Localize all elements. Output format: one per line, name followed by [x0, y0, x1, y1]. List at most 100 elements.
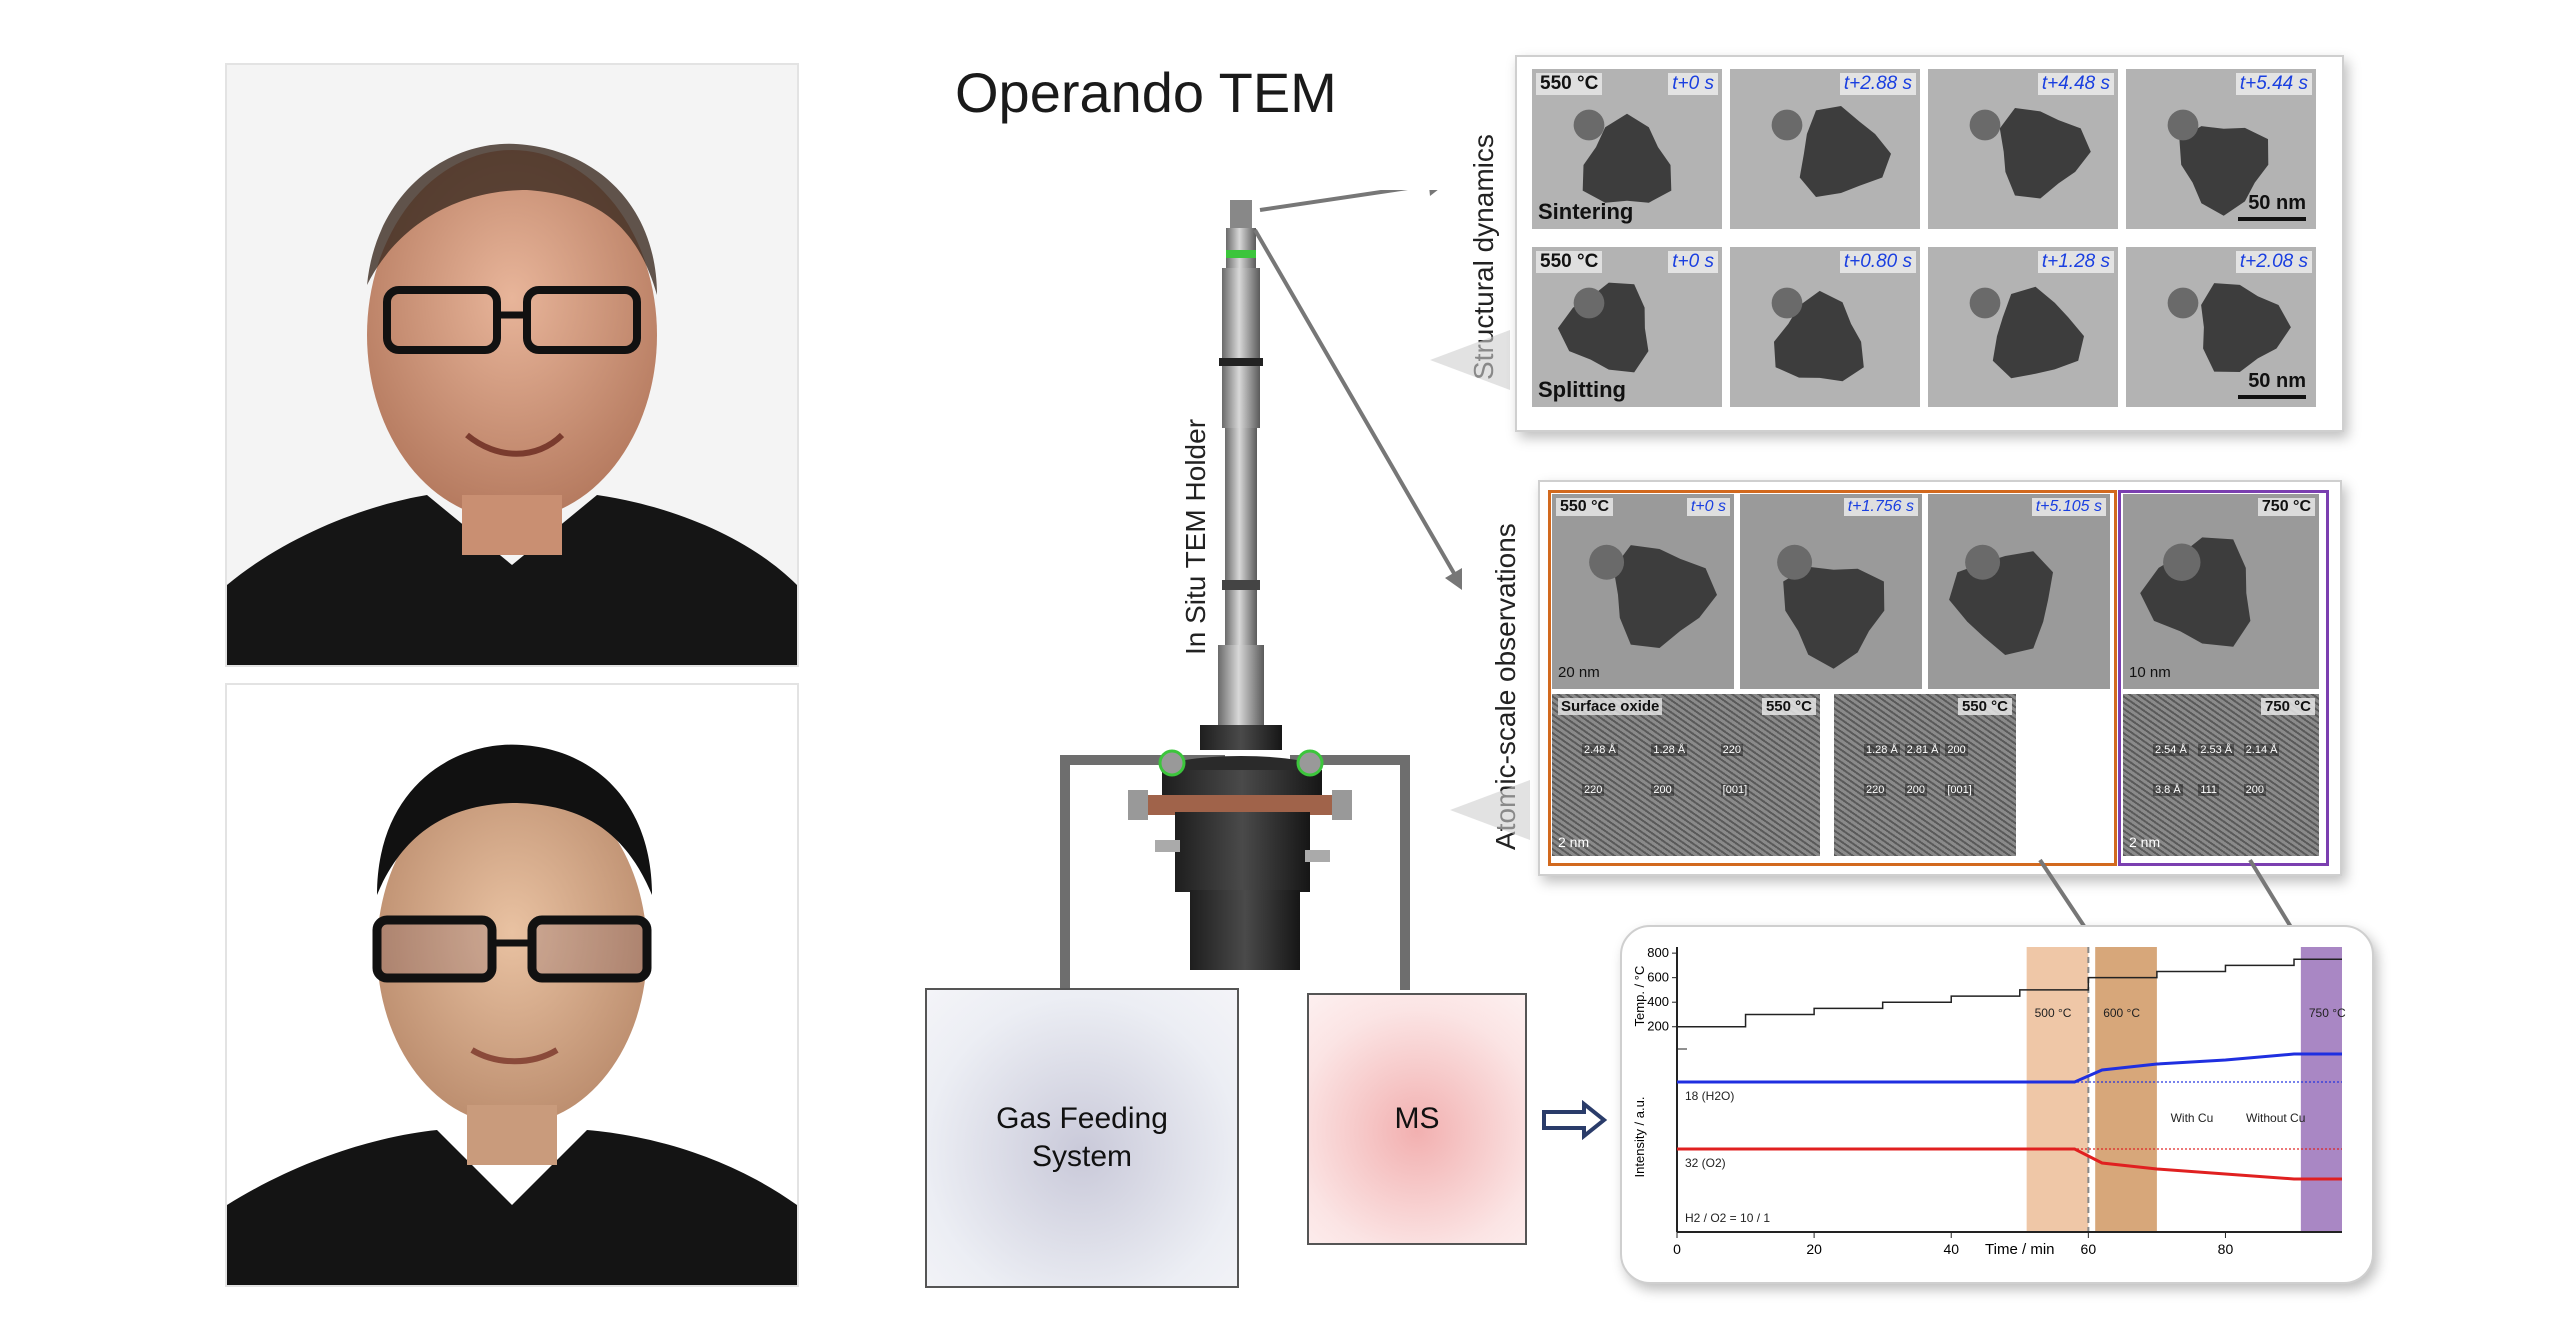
lattice-frame: Surface oxide 550 °C 2 nm 2.48 Å 1.28 Å 220 22… — [1552, 694, 1820, 856]
temperature-band — [2026, 947, 2089, 1232]
tem-frame: t+0.80 s — [1730, 247, 1920, 407]
tem-frame: t+1.28 s — [1928, 247, 2118, 407]
hollow-arrow-icon — [1542, 1100, 1608, 1140]
orange-frame — [1548, 490, 2117, 866]
lattice-frame: 750 °C 2 nm 2.54 Å 2.53 Å 2.14 Å 3.8 Å 111 200 — [2123, 694, 2319, 856]
frame-time-label: t+5.44 s — [2235, 73, 2312, 95]
scale-bar-label: 10 nm — [2129, 664, 2171, 681]
frame-temp-label: 550 °C — [1761, 698, 1816, 715]
lattice-annotation: 220 — [1720, 744, 1744, 756]
lattice-annotation: 1.28 Å — [1864, 744, 1900, 756]
frame-time-label: t+2.88 s — [1839, 73, 1916, 95]
frame-temp-label: 550 °C — [1536, 251, 1603, 273]
diagram-title: Operando TEM — [955, 61, 1337, 124]
atomic-shadow — [1450, 780, 1530, 840]
purple-frame — [2118, 490, 2329, 866]
temperature-band — [2300, 947, 2342, 1232]
frame-time-label: t+1.28 s — [2037, 251, 2114, 273]
band-label: 500 °C — [2035, 1006, 2072, 1020]
ms-box: MS — [1307, 993, 1527, 1245]
y-tick-label: 800 — [1647, 945, 1669, 960]
frame-temp-label: 750 °C — [2257, 498, 2315, 516]
lattice-annotation: 111 — [2198, 784, 2220, 796]
lattice-annotation: 200 — [1945, 744, 1968, 756]
frame-time-label: t+2.08 s — [2235, 251, 2312, 273]
lattice-annotation: 2.48 Å — [1582, 744, 1618, 756]
lattice-annotation: 1.28 Å — [1651, 744, 1688, 756]
structural-shadow — [1430, 330, 1510, 390]
portrait-photo-bottom — [225, 683, 799, 1287]
lattice-annotation: 220 — [1864, 784, 1887, 796]
portrait-photo-top — [225, 63, 799, 667]
y-tick-label: 400 — [1647, 994, 1669, 1009]
lattice-annotation: [001] — [1945, 784, 1974, 796]
lattice-annotation: 200 — [2243, 784, 2267, 796]
frame-temp-label: 550 °C — [1536, 73, 1603, 95]
tem-holder-diagram — [1060, 190, 1462, 990]
lattice-annotation: 2.53 Å — [2198, 744, 2235, 756]
lattice-annotation: 2.54 Å — [2153, 744, 2189, 756]
lattice-annotation: 200 — [1904, 784, 1928, 796]
top-y-axis-title: Temp. / °C — [1632, 966, 1647, 1027]
scale-bar-label: 50 nm — [2248, 192, 2306, 214]
frame-time-label: t+0 s — [1668, 73, 1718, 95]
x-tick-label: 20 — [1806, 1241, 1822, 1257]
structural-dynamics-panel: t+0 s 550 °C Sintering t+2.88 s t+4.48 s t+5.… — [1515, 55, 2344, 432]
frame-time-label: t+0 s — [1686, 498, 1730, 516]
x-tick-label: 60 — [2081, 1241, 2097, 1257]
hrtem-frame: t+5.105 s — [1928, 494, 2110, 689]
lattice-annotation: 3.8 Å — [2153, 784, 2183, 796]
lattice-annotation: 2.81 Å — [1904, 744, 1941, 756]
chart-annotation: With Cu — [2171, 1111, 2214, 1125]
frame-process-label: Splitting — [1538, 377, 1626, 402]
chart-annotation: H2 / O2 = 10 / 1 — [1685, 1211, 1770, 1225]
scale-bar — [2238, 395, 2306, 399]
lattice-annotation: 220 — [1582, 784, 1605, 796]
chart-annotation: Without Cu — [2246, 1111, 2305, 1125]
tem-frame: t+2.88 s — [1730, 69, 1920, 229]
gas-feeding-system-label: Gas Feeding System — [996, 1102, 1168, 1173]
lattice-annotation: 2.14 Å — [2243, 744, 2280, 756]
bottom-y-axis-title: Intensity / a.u. — [1632, 1097, 1647, 1178]
scale-bar-label: 2 nm — [2129, 834, 2161, 850]
frame-temp-label: 750 °C — [2260, 698, 2315, 715]
with-cu-line — [1677, 1052, 2342, 1084]
x-tick-label: 40 — [1943, 1241, 1959, 1257]
holder-label: In Situ TEM Holder — [1180, 418, 1211, 655]
frame-temp-label: 550 °C — [1556, 498, 1614, 516]
frame-time-label: t+1.756 s — [1843, 498, 1918, 516]
tem-frame: t+4.48 s — [1928, 69, 2118, 229]
band-label: 600 °C — [2103, 1006, 2140, 1020]
tem-frame: t+0 s 550 °C Splitting — [1532, 247, 1722, 407]
lattice-annotation: 200 — [1651, 784, 1674, 796]
frame-process-label: Sintering — [1538, 199, 1634, 224]
frame-time-label: t+5.105 s — [2031, 498, 2106, 516]
lattice-annotation: [001] — [1720, 784, 1750, 796]
with-cu-line — [1677, 1147, 2342, 1181]
hrtem-frame: t+1.756 s — [1740, 494, 1922, 689]
temperature-band — [2095, 947, 2157, 1232]
band-label: 750 °C — [2309, 1006, 2346, 1020]
tem-frame: t+0 s 550 °C Sintering — [1532, 69, 1722, 229]
series-label: 18 (H2O) — [1685, 1089, 1734, 1103]
frame-temp-label: 550 °C — [1957, 698, 2012, 715]
frame-time-label: t+0.80 s — [1839, 251, 1916, 273]
frame-time-label: t+4.48 s — [2037, 73, 2114, 95]
frame-header-label: Surface oxide — [1558, 698, 1663, 715]
y-tick-label: 200 — [1647, 1019, 1669, 1034]
scale-bar-label: 2 nm — [1558, 834, 1590, 850]
tem-frame: t+5.44 s 50 nm — [2126, 69, 2316, 229]
x-tick-label: 0 — [1673, 1241, 1681, 1257]
frame-time-label: t+0 s — [1668, 251, 1718, 273]
x-axis-title: Time / min — [1985, 1241, 2054, 1258]
gas-feeding-system-box: Gas Feeding System — [925, 988, 1239, 1288]
lattice-frame: 550 °C 1.28 Å 2.81 Å 200 220 200 [001] — [1834, 694, 2016, 856]
y-tick-label: 600 — [1647, 970, 1669, 985]
series-label: 32 (O2) — [1685, 1156, 1726, 1170]
ms-label: MS — [1394, 1102, 1440, 1135]
